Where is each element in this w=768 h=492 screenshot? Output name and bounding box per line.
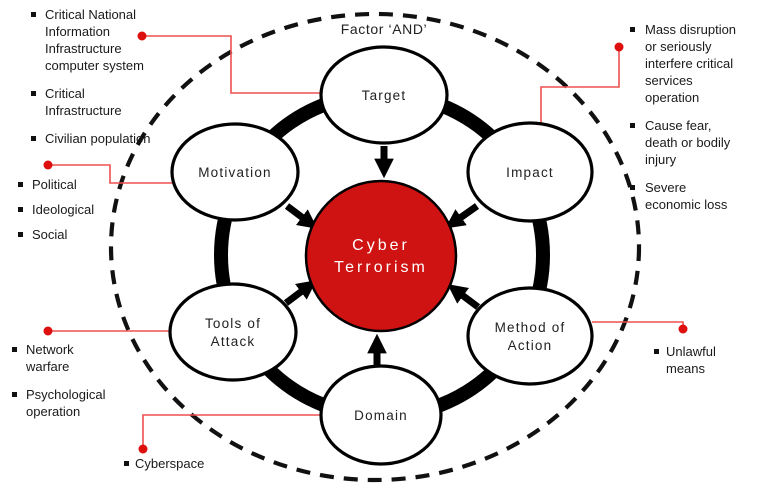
label-method-line2: Action bbox=[508, 338, 553, 353]
label-motivation: Motivation bbox=[198, 165, 272, 180]
label-center-line1: Cyber bbox=[352, 237, 410, 254]
arrow-method-to-center bbox=[447, 284, 481, 310]
leader-impact bbox=[540, 47, 620, 124]
node-impact bbox=[466, 121, 594, 223]
label-tools-line2: Attack bbox=[211, 334, 256, 349]
list-item: Psychological operation bbox=[12, 386, 106, 420]
leader-target bbox=[142, 35, 320, 94]
label-target: Target bbox=[362, 88, 407, 103]
notes-tools: Network warfare Psychological operation bbox=[12, 341, 106, 431]
note-line: Infrastructure bbox=[45, 103, 122, 118]
note-line: injury bbox=[645, 152, 677, 167]
note-line: Psychological bbox=[26, 387, 106, 402]
factor-nodes bbox=[168, 45, 594, 466]
bullet-square-icon bbox=[31, 136, 36, 141]
note-line: Cause fear, bbox=[645, 118, 712, 133]
list-item: Cyberspace bbox=[124, 455, 204, 472]
note-line: or seriously bbox=[645, 39, 712, 54]
bullet-square-icon bbox=[630, 27, 635, 32]
note-line: Infrastructure bbox=[45, 41, 122, 56]
note-line: Critical bbox=[45, 86, 85, 101]
note-line: operation bbox=[26, 404, 81, 419]
list-item: Critical National Information Infrastruc… bbox=[31, 6, 151, 74]
notes-target: Critical National Information Infrastruc… bbox=[31, 6, 151, 158]
list-item: Social bbox=[18, 226, 94, 243]
dot-domain bbox=[138, 444, 148, 454]
dot-tools bbox=[43, 326, 53, 336]
bullet-square-icon bbox=[18, 182, 23, 187]
note-line: Severe bbox=[645, 180, 687, 195]
note-line: warfare bbox=[26, 359, 70, 374]
note-line: computer system bbox=[45, 58, 144, 73]
list-item: Ideological bbox=[18, 201, 94, 218]
bullet-square-icon bbox=[654, 349, 659, 354]
dot-method bbox=[678, 324, 688, 334]
center-circle bbox=[304, 179, 458, 333]
bullet-square-icon bbox=[18, 232, 23, 237]
arrow-impact-to-center bbox=[445, 203, 480, 229]
list-item: Unlawful means bbox=[654, 343, 716, 377]
leader-motivation bbox=[48, 164, 173, 184]
label-method-line1: Method of bbox=[495, 320, 566, 335]
list-item: Network warfare bbox=[12, 341, 106, 375]
bullet-square-icon bbox=[12, 392, 17, 397]
note-line: death or bodily bbox=[645, 135, 731, 150]
leader-lines bbox=[48, 35, 684, 449]
bullet-square-icon bbox=[12, 347, 17, 352]
label-domain: Domain bbox=[354, 408, 408, 423]
note-line: Cyberspace bbox=[135, 456, 205, 471]
list-item: Cause fear, death or bodily injury bbox=[630, 117, 736, 168]
list-item: Severe economic loss bbox=[630, 179, 736, 213]
notes-impact: Mass disruption or seriously interfere c… bbox=[630, 21, 736, 224]
node-tools-of-attack bbox=[168, 282, 298, 382]
note-line: Network bbox=[26, 342, 74, 357]
node-motivation bbox=[170, 122, 300, 222]
note-line: Ideological bbox=[32, 202, 95, 217]
arrow-motivation-to-center bbox=[284, 203, 318, 229]
leader-domain bbox=[142, 414, 322, 449]
node-target bbox=[319, 45, 449, 145]
list-item: Mass disruption or seriously interfere c… bbox=[630, 21, 736, 106]
note-line: operation bbox=[645, 90, 700, 105]
note-line: Civilian population bbox=[45, 131, 151, 146]
node-domain bbox=[319, 364, 443, 466]
outer-dashed-circle bbox=[108, 11, 642, 483]
label-tools-line1: Tools of bbox=[205, 316, 261, 331]
dot-impact bbox=[614, 42, 624, 52]
notes-motivation: Political Ideological Social bbox=[18, 176, 94, 254]
dot-target bbox=[137, 31, 147, 41]
label-center-line2: Terrorism bbox=[334, 259, 428, 276]
bullet-square-icon bbox=[630, 123, 635, 128]
dot-motivation bbox=[43, 160, 53, 170]
bullet-square-icon bbox=[31, 91, 36, 96]
node-method-of-action bbox=[466, 286, 594, 386]
diagram-title: Factor ‘AND’ bbox=[341, 21, 428, 37]
note-line: means bbox=[666, 361, 706, 376]
notes-method: Unlawful means bbox=[654, 343, 716, 388]
note-line: interfere critical bbox=[645, 56, 734, 71]
note-line: Unlawful bbox=[666, 344, 716, 359]
note-line: Social bbox=[32, 227, 68, 242]
note-line: Mass disruption bbox=[645, 22, 737, 37]
label-impact: Impact bbox=[506, 165, 554, 180]
note-line: Political bbox=[32, 177, 77, 192]
leader-dots bbox=[43, 31, 688, 454]
arrow-tools-to-center bbox=[283, 280, 317, 306]
list-item: Civilian population bbox=[31, 130, 151, 147]
list-item: Political bbox=[18, 176, 94, 193]
list-item: Critical Infrastructure bbox=[31, 85, 151, 119]
bullet-square-icon bbox=[630, 185, 635, 190]
bullet-square-icon bbox=[124, 461, 129, 466]
note-line: Information bbox=[45, 24, 111, 39]
bullet-square-icon bbox=[31, 12, 36, 17]
notes-domain: Cyberspace bbox=[124, 455, 204, 483]
inward-arrows bbox=[283, 146, 481, 366]
leader-method bbox=[592, 321, 684, 328]
note-line: economic loss bbox=[645, 197, 728, 212]
bullet-square-icon bbox=[18, 207, 23, 212]
note-line: Critical National bbox=[45, 7, 137, 22]
note-line: services bbox=[645, 73, 693, 88]
